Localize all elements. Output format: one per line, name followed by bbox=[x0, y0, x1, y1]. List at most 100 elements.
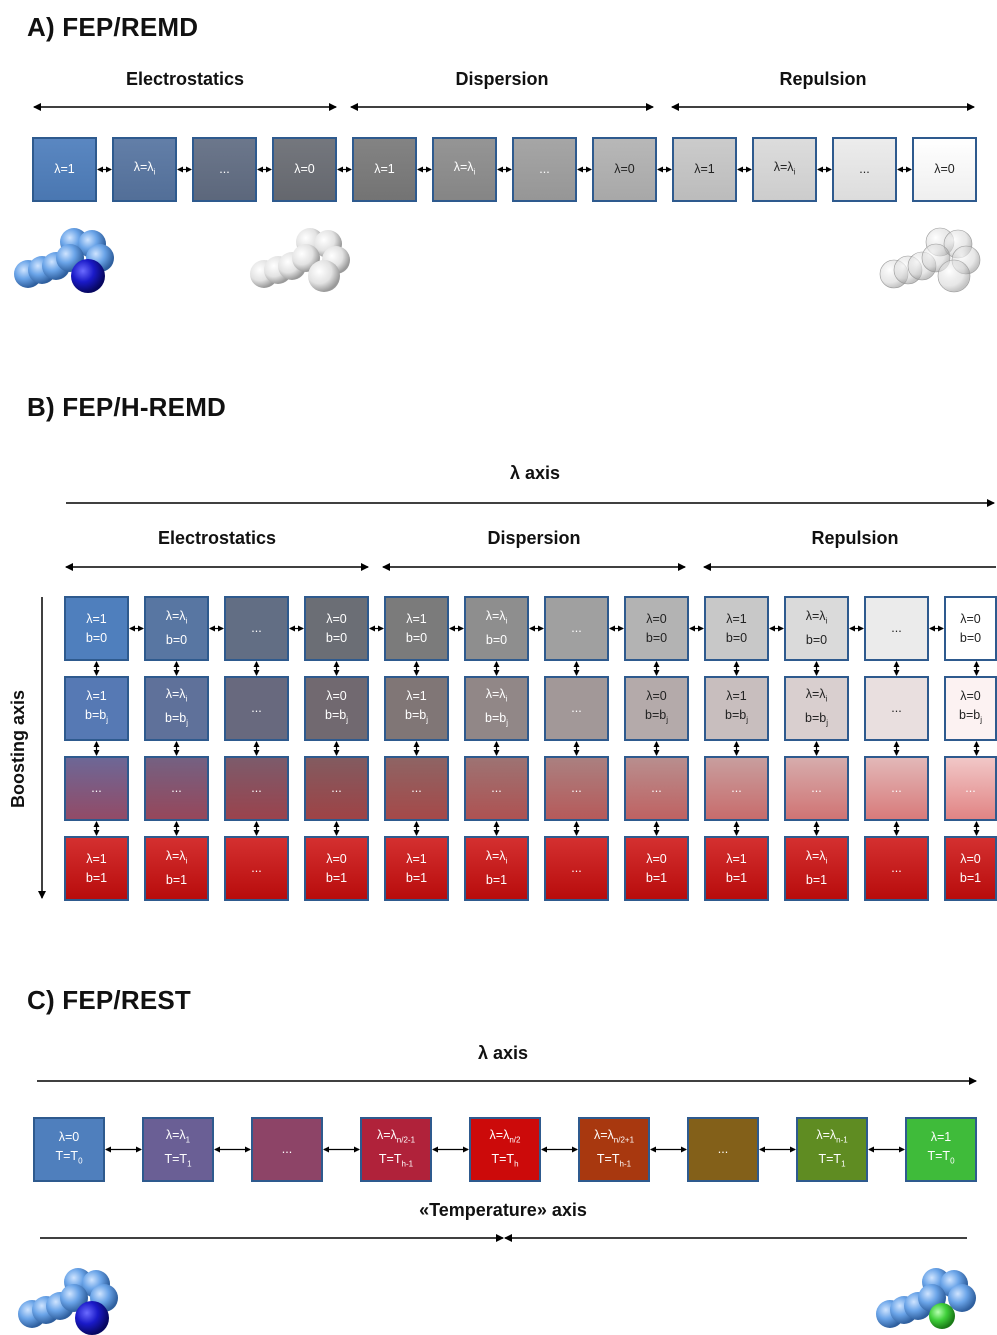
panel-b-window: ... bbox=[704, 756, 769, 821]
panel-c-window-label: λ=λn/2 bbox=[489, 1128, 521, 1145]
panel-b-window-label: b=bj bbox=[325, 708, 348, 725]
panel-b-window-label: λ=1 bbox=[406, 689, 427, 704]
panel-b-window-label: λ=0 bbox=[326, 611, 347, 626]
panel-b-window-label: b=0 bbox=[85, 630, 108, 645]
panel-b-window-label: ... bbox=[411, 781, 422, 795]
panel-a-window: λ=0 bbox=[912, 137, 977, 202]
panel-b-section-repulsion: Repulsion bbox=[811, 528, 899, 548]
temperature-axis-label: «Temperature» axis bbox=[419, 1200, 587, 1220]
panel-c-window-label: λ=λ1 bbox=[165, 1128, 191, 1145]
panel-b-window-label: λ=1 bbox=[726, 611, 747, 626]
panel-a-window: ... bbox=[512, 137, 577, 202]
panel-b-window-label: b=bj bbox=[485, 710, 508, 728]
panel-a-window-label: λ=0 bbox=[614, 162, 635, 176]
panel-a-window-label: λ=0 bbox=[294, 162, 315, 176]
panel-a-window: λ=1 bbox=[352, 137, 417, 202]
panel-b-window-label: λ=0 bbox=[646, 851, 667, 866]
panel-c-window-label: T=Th-1 bbox=[596, 1151, 632, 1169]
panel-b-window-label: b=0 bbox=[485, 632, 508, 647]
molecule-end-image bbox=[876, 1268, 976, 1329]
panel-c-lambda-axis-label: λ axis bbox=[477, 1043, 529, 1063]
panel-b-lambda-axis-label: λ axis bbox=[509, 463, 561, 483]
panel-b-window: ... bbox=[224, 676, 289, 741]
panel-b-window: ... bbox=[864, 756, 929, 821]
panel-c-window: ... bbox=[251, 1117, 323, 1182]
panel-b-window: ... bbox=[384, 756, 449, 821]
panel-b-window-label: ... bbox=[811, 781, 822, 795]
panel-b-window: ... bbox=[224, 756, 289, 821]
panel-a-window-label: λ=1 bbox=[694, 162, 715, 176]
panel-c-window-label: T=T1 bbox=[818, 1151, 846, 1169]
panel-a-section-electrostatics: Electrostatics bbox=[125, 69, 245, 89]
panel-b-window-label: λ=0 bbox=[960, 851, 981, 866]
panel-b-window-label: b=1 bbox=[405, 870, 428, 885]
panel-b-window-label: λ=0 bbox=[960, 689, 981, 704]
panel-b-window-label: b=bj bbox=[165, 710, 188, 728]
panel-a-window-label: λ=λi bbox=[453, 159, 476, 177]
panel-b-window-label: ... bbox=[571, 781, 582, 795]
panel-b-window: ... bbox=[64, 756, 129, 821]
panel-b-window-label: b=1 bbox=[325, 870, 348, 885]
panel-b-window-label: ... bbox=[171, 781, 182, 795]
panel-b-window: ... bbox=[864, 596, 929, 661]
panel-c-window-label: λ=1 bbox=[930, 1130, 952, 1145]
panel-c-window-label: ... bbox=[281, 1142, 293, 1156]
panel-c-window-label: λ=λn/2+1 bbox=[593, 1128, 635, 1145]
panel-b-window-label: b=0 bbox=[645, 630, 668, 645]
panel-b-window: ... bbox=[224, 836, 289, 901]
panel-b-window-label: λ=λi bbox=[805, 609, 828, 626]
panel-b-window: λ=1 b=bj bbox=[384, 676, 449, 741]
panel-c-window-label: λ=λn/2-1 bbox=[376, 1128, 416, 1145]
panel-c-window-label: T=T0 bbox=[927, 1149, 955, 1166]
panel-b-window-label: λ=λi bbox=[805, 687, 828, 704]
panel-a-title: A) FEP/REMD bbox=[27, 12, 199, 42]
panel-c-window-label: T=T1 bbox=[164, 1151, 192, 1169]
panel-b-section-electrostatics: Electrostatics bbox=[157, 528, 277, 548]
panel-b-window-label: λ=λi bbox=[805, 849, 828, 866]
panel-b-window: λ=λi b=bj bbox=[144, 676, 209, 741]
panel-a-window-label: λ=1 bbox=[54, 162, 75, 176]
panel-b-window-label: ... bbox=[251, 621, 262, 635]
panel-b-window-label: λ=1 bbox=[726, 689, 747, 704]
panel-b-window-label: λ=λi bbox=[165, 609, 188, 626]
panel-b-window: ... bbox=[144, 756, 209, 821]
panel-b-window-label: λ=0 bbox=[326, 851, 347, 866]
panel-b-window-label: ... bbox=[891, 701, 902, 715]
panel-b-window-label: ... bbox=[651, 781, 662, 795]
panel-b-window-label: b=1 bbox=[959, 870, 982, 885]
panel-a-window: λ=λi bbox=[432, 137, 497, 202]
panel-b-window-label: b=1 bbox=[485, 872, 508, 887]
panel-b-window-label: b=bj bbox=[85, 708, 108, 725]
molecule-neutral-image bbox=[250, 228, 350, 292]
panel-b-title: B) FEP/H-REMD bbox=[27, 392, 227, 422]
panel-b-window-label: b=bj bbox=[805, 710, 828, 728]
panel-c-window-label: T=T0 bbox=[55, 1149, 83, 1166]
panel-c-window-label: T=Th-1 bbox=[378, 1151, 414, 1169]
panel-b-window: ... bbox=[304, 756, 369, 821]
panel-a-window-label: λ=λi bbox=[773, 159, 796, 177]
panel-b-window-label: λ=0 bbox=[960, 611, 981, 626]
panel-b-window-label: ... bbox=[571, 861, 582, 875]
panel-b-window-label: ... bbox=[571, 701, 582, 715]
panel-b-window-label: λ=λi bbox=[485, 849, 508, 866]
panel-b-window-label: b=bj bbox=[405, 708, 428, 725]
panel-c-window: ... bbox=[687, 1117, 759, 1182]
panel-b-window-label: ... bbox=[251, 781, 262, 795]
panel-a-window-label: λ=0 bbox=[934, 162, 955, 176]
panel-b-window-label: b=0 bbox=[325, 630, 348, 645]
panel-b-window-label: λ=1 bbox=[86, 851, 107, 866]
panel-b-window-label: λ=λi bbox=[165, 687, 188, 704]
panel-b-window-label: ... bbox=[331, 781, 342, 795]
